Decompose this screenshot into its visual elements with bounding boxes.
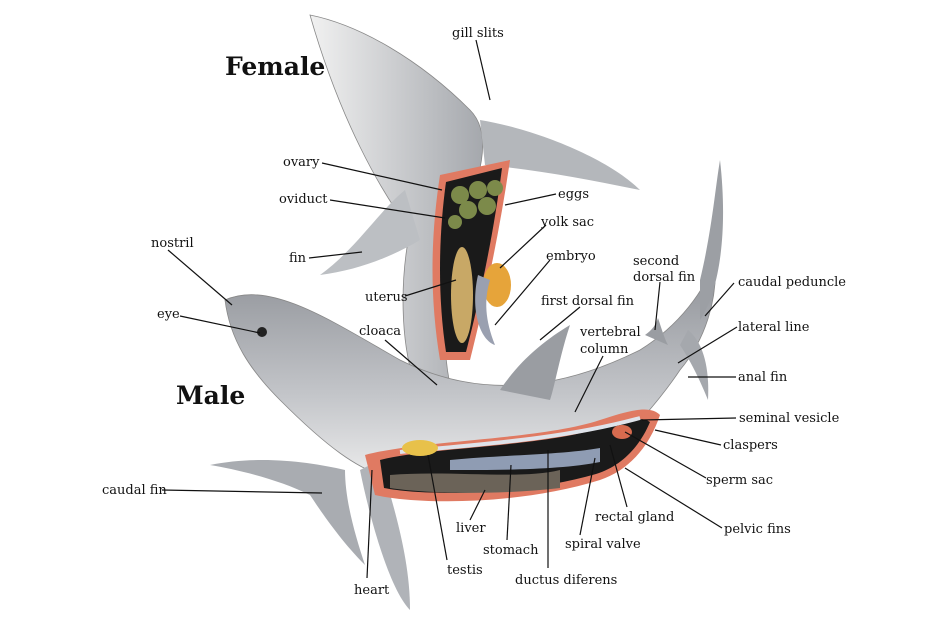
- label-caudal-fin: caudal fin: [102, 483, 167, 498]
- label-caudal-peduncle: caudal peduncle: [738, 275, 846, 290]
- label-liver: liver: [456, 521, 486, 536]
- testis-shape: [402, 440, 438, 456]
- label-pelvic-fins: pelvic fins: [724, 522, 791, 537]
- label-cloaca: cloaca: [359, 324, 401, 339]
- male-lower-tail-lobe: [680, 330, 709, 400]
- female-shark: [309, 14, 640, 386]
- male-shark: [210, 160, 724, 610]
- label-eye: eye: [157, 307, 180, 322]
- label-spiral-valve: spiral valve: [565, 537, 641, 552]
- label-eggs: eggs: [558, 187, 589, 202]
- eye-shape: [257, 327, 267, 337]
- label-nostril: nostril: [151, 236, 194, 251]
- label-fin: fin: [289, 251, 307, 266]
- label-lateral-line: lateral line: [738, 320, 810, 335]
- label-yolk-sac: yolk sac: [540, 215, 594, 230]
- male-second-dorsal: [645, 318, 668, 345]
- label-embryo: embryo: [546, 249, 596, 264]
- label-stomach: stomach: [483, 543, 539, 558]
- embryo-shape: [475, 275, 495, 345]
- female-title: Female: [225, 52, 325, 81]
- male-title: Male: [176, 381, 245, 410]
- stomach-shape: [450, 448, 600, 470]
- leader-lines: [161, 39, 738, 579]
- label-anal-fin: anal fin: [738, 370, 788, 385]
- labels: gill slits ovary oviduct eggs yolk sac e…: [102, 26, 846, 598]
- label-uterus: uterus: [365, 290, 408, 305]
- sperm-sac-shape: [612, 425, 632, 439]
- yolk-sac-shape: [483, 263, 511, 307]
- label-ductus-diferens: ductus diferens: [515, 573, 617, 588]
- female-pectoral-fin-right: [480, 120, 640, 190]
- male-tail: [700, 160, 724, 320]
- label-oviduct: oviduct: [279, 192, 328, 207]
- label-rectal-gland: rectal gland: [595, 510, 674, 525]
- label-ovary: ovary: [283, 155, 320, 170]
- label-claspers: claspers: [723, 438, 778, 453]
- label-gill-slits: gill slits: [452, 26, 504, 41]
- label-first-dorsal-fin: first dorsal fin: [541, 294, 635, 309]
- uterus-shape: [451, 247, 473, 343]
- label-testis: testis: [447, 563, 483, 578]
- male-caudal-fin: [210, 460, 365, 565]
- male-first-dorsal: [500, 325, 570, 400]
- label-sperm-sac: sperm sac: [706, 473, 773, 488]
- male-pectoral-fin: [360, 460, 410, 610]
- label-heart: heart: [354, 583, 390, 598]
- eggs-cluster: [448, 180, 503, 229]
- liver-shape: [390, 470, 560, 493]
- label-seminal-vesicle: seminal vesicle: [739, 411, 840, 426]
